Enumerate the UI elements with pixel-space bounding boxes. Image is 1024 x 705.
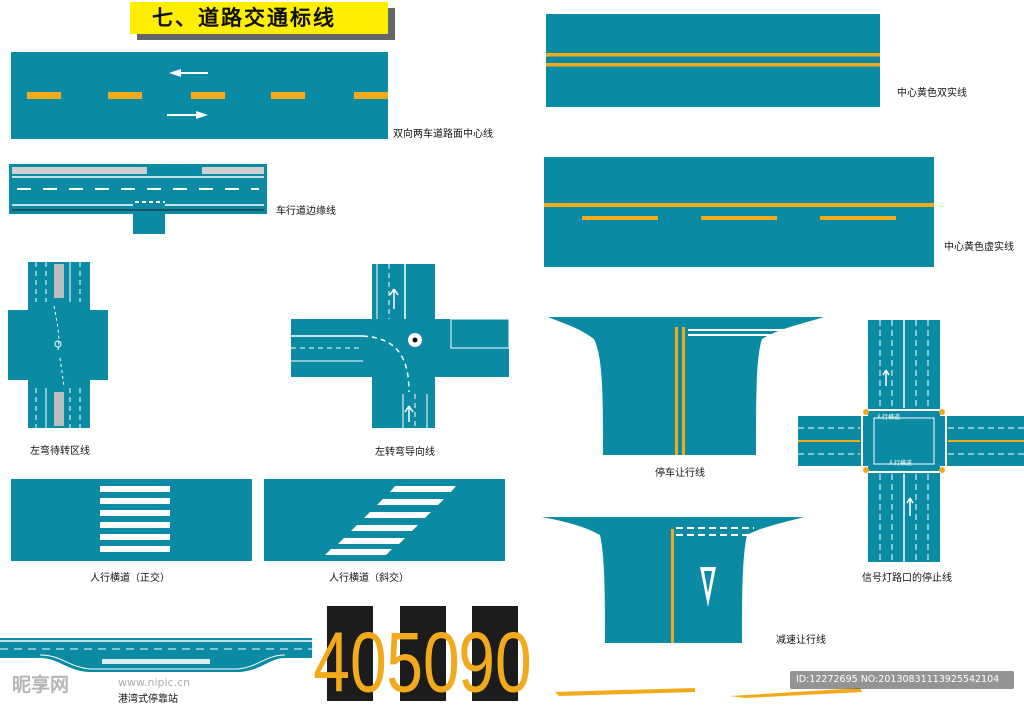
stop-yield-diagram bbox=[548, 317, 824, 455]
speed-limit-40-text: 40 bbox=[313, 615, 386, 705]
caption-stop-yield: 停车让行线 bbox=[655, 468, 705, 479]
caption-slow-yield: 减速让行线 bbox=[776, 635, 826, 646]
speed-limit-40: 40 bbox=[313, 606, 387, 705]
left-turn-guide-diagram bbox=[291, 264, 510, 428]
caption-bus-bay: 港湾式停靠站 bbox=[118, 694, 178, 705]
left-turn-wait-diagram bbox=[8, 262, 108, 428]
caption-crosswalk-right: 人行横道（正交） bbox=[90, 573, 170, 584]
speed-limit-50: 50 bbox=[386, 606, 460, 705]
caption-left-turn-wait: 左弯待转区线 bbox=[30, 446, 90, 457]
dash-solid-yellow-diagram bbox=[544, 157, 934, 267]
crosswalk-right-diagram bbox=[11, 479, 252, 561]
signal-stop-diagram: 人行横道 人行横道 bbox=[798, 320, 1024, 562]
caption-edge-line: 车行道边缘线 bbox=[276, 206, 336, 217]
slow-yield-diagram bbox=[542, 517, 804, 643]
crosswalk-label-south: 人行横道 bbox=[888, 459, 912, 467]
caption-left-turn-guide: 左转弯导向线 bbox=[375, 447, 435, 458]
double-yellow-diagram bbox=[546, 14, 880, 107]
caption-center-line: 双向两车道路面中心线 bbox=[393, 129, 493, 140]
watermark-url: www.nipic.cn bbox=[118, 676, 191, 689]
center-line-diagram bbox=[11, 52, 388, 139]
crosswalk-label-north: 人行横道 bbox=[876, 413, 900, 421]
page-title: 七、道路交通标线 bbox=[130, 2, 388, 34]
caption-signal-stop: 信号灯路口的停止线 bbox=[862, 573, 952, 584]
crosswalk-oblique-diagram bbox=[264, 479, 505, 561]
bottom-arrow-markings bbox=[555, 686, 865, 701]
image-id-label: ID:12272695 NO:20130831113925542104 bbox=[790, 671, 1014, 689]
caption-dash-solid-yellow: 中心黄色虚实线 bbox=[944, 242, 1014, 253]
bus-bay-diagram bbox=[0, 632, 312, 690]
speed-limit-90-text: 90 bbox=[458, 615, 531, 705]
caption-crosswalk-oblique: 人行横道（斜交） bbox=[329, 573, 409, 584]
speed-limit-50-text: 50 bbox=[386, 615, 459, 705]
edge-line-diagram bbox=[9, 164, 267, 234]
speed-limit-90: 90 bbox=[458, 606, 532, 705]
caption-double-yellow: 中心黄色双实线 bbox=[897, 88, 967, 99]
watermark-logo: 昵享网 bbox=[12, 674, 70, 696]
